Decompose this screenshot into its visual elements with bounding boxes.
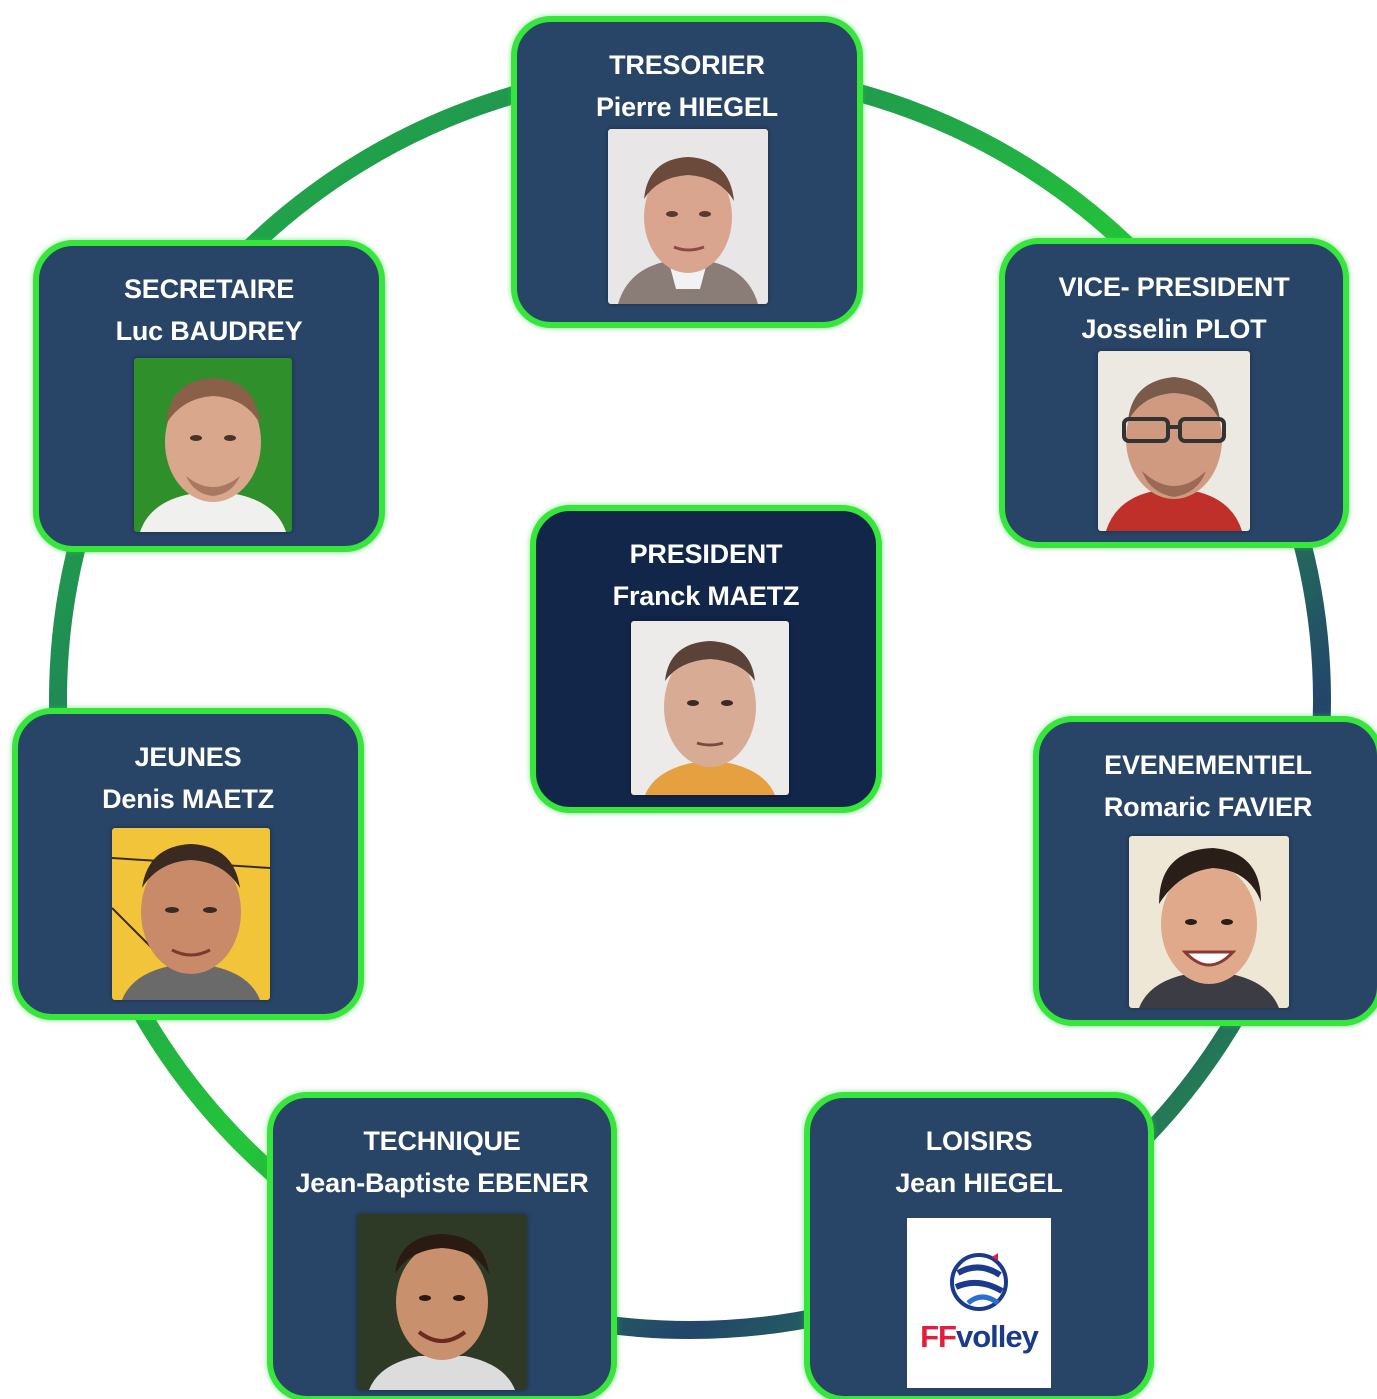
role-label: PRESIDENT: [629, 539, 783, 569]
portrait-photo: [608, 129, 768, 304]
card-secretaire: SECRETAIRE Luc BAUDREY: [33, 240, 385, 552]
role-label: SECRETAIRE: [123, 274, 295, 304]
portrait-photo: [1098, 351, 1250, 531]
member-name: Franck MAETZ: [612, 581, 800, 611]
member-name: Luc BAUDREY: [115, 316, 303, 346]
card-evenementiel: EVENEMENTIEL Romaric FAVIER: [1033, 716, 1377, 1026]
portrait-photo: [1129, 836, 1289, 1008]
card-technique: TECHNIQUE Jean-Baptiste EBENER: [267, 1092, 617, 1399]
member-name: Denis MAETZ: [102, 784, 274, 814]
card-president: PRESIDENT Franck MAETZ: [530, 505, 882, 813]
role-label: TRESORIER: [609, 50, 765, 80]
ffvolley-ball-icon: [950, 1253, 1008, 1311]
portrait-photo: [357, 1214, 527, 1390]
member-name: Josselin PLOT: [1081, 314, 1267, 344]
portrait-photo: [134, 358, 292, 532]
card-vice-president: VICE- PRESIDENT Josselin PLOT: [999, 238, 1349, 548]
member-name: Jean-Baptiste EBENER: [295, 1168, 589, 1198]
member-name: Romaric FAVIER: [1103, 792, 1313, 822]
role-label: LOISIRS: [925, 1126, 1033, 1156]
member-name: Pierre HIEGEL: [596, 92, 778, 122]
card-loisirs: LOISIRS Jean HIEGEL FFvolley: [804, 1092, 1154, 1399]
member-name: Jean HIEGEL: [895, 1168, 1063, 1198]
role-label: EVENEMENTIEL: [1104, 750, 1312, 780]
ffvolley-wordmark: FFvolley: [920, 1319, 1039, 1354]
card-tresorier: TRESORIER Pierre HIEGEL: [511, 16, 863, 328]
portrait-photo: [112, 828, 270, 1000]
role-label: VICE- PRESIDENT: [1058, 272, 1290, 302]
role-label: JEUNES: [134, 742, 242, 772]
role-label: TECHNIQUE: [363, 1126, 521, 1156]
card-jeunes: JEUNES Denis MAETZ: [12, 708, 364, 1020]
ffvolley-logo: FFvolley: [907, 1218, 1051, 1388]
portrait-photo: [631, 621, 789, 795]
